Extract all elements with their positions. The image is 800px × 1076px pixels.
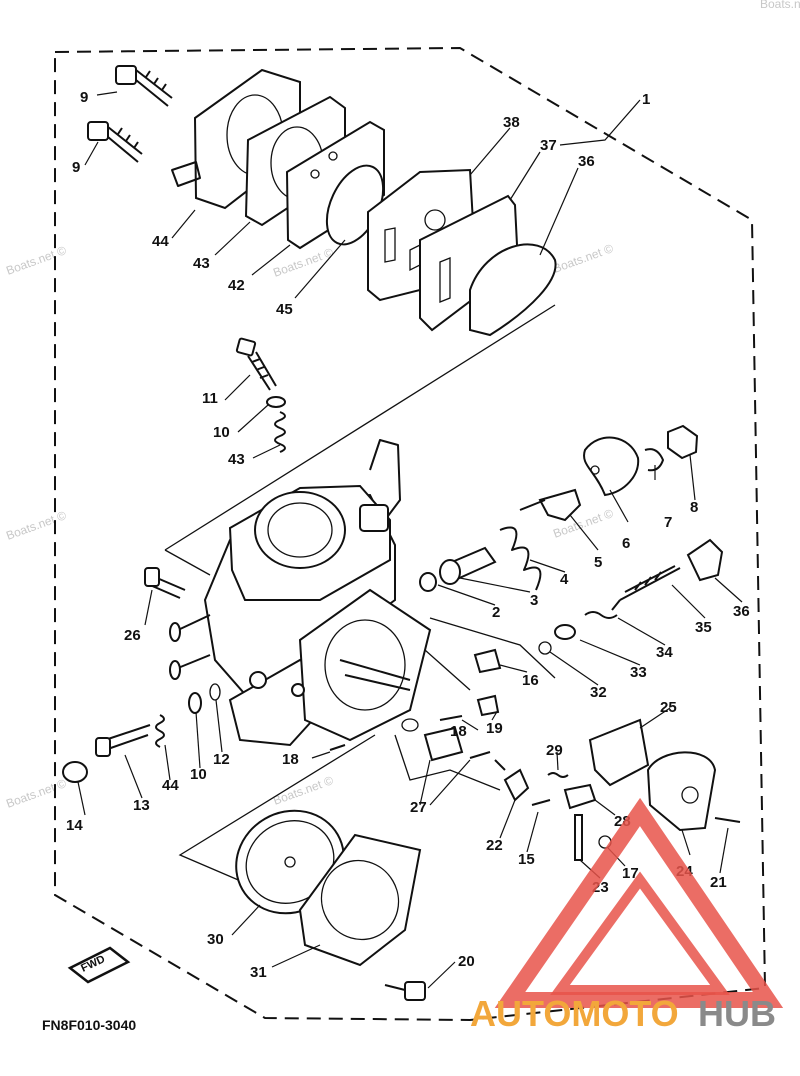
- callout-label: 29: [546, 742, 563, 759]
- o-ring-12-icon: [209, 683, 221, 701]
- callout-label: 10: [190, 766, 207, 783]
- callout-label: 32: [590, 684, 607, 701]
- watermark-text: Boats.net ©: [760, 0, 800, 11]
- callout-label: 43: [228, 451, 245, 468]
- cam-lever-icon: [538, 488, 582, 522]
- carburetor-body: [169, 439, 432, 747]
- callout-label: 13: [133, 797, 150, 814]
- callout-label: 33: [630, 664, 647, 681]
- pump-end-cover-icon: [469, 243, 557, 337]
- watermark-text: Boats.net ©: [551, 241, 615, 276]
- callout-labels: 9 9 1 38 37 36 44 43 42 45 11 10 43 43 8…: [66, 89, 750, 981]
- callout-label: 22: [486, 837, 503, 854]
- cable-bracket-icon: [686, 538, 724, 582]
- housing-24-icon: [646, 751, 717, 832]
- callout-label: 11: [202, 390, 218, 407]
- callout-label: 34: [656, 644, 673, 661]
- callout-label: 30: [207, 931, 224, 948]
- callout-label: 44: [162, 777, 179, 794]
- callout-label: 21: [710, 874, 727, 891]
- figure-code: FN8F010-3040: [42, 1017, 136, 1033]
- leader-lines: [77, 91, 743, 989]
- screw-15-icon: [531, 799, 551, 806]
- callout-label: 19: [486, 720, 503, 737]
- bottom-cover-group: [235, 809, 426, 1001]
- mixture-screw-icon: [104, 724, 151, 751]
- left-parts-group: [62, 567, 221, 783]
- nut-icon: [667, 424, 699, 460]
- callout-label: 14: [66, 817, 83, 834]
- callout-label: 9: [72, 159, 80, 176]
- logo-text-automoto: AUTOMOTO: [470, 993, 679, 1034]
- callout-label: 12: [213, 751, 230, 768]
- callout-label: 18: [282, 751, 299, 768]
- fwd-arrow-icon: FWD: [67, 946, 131, 984]
- callout-label: 38: [503, 114, 520, 131]
- bolt-lower-icon: [87, 121, 143, 163]
- spring-29-icon: [547, 772, 569, 778]
- pilot-screw-group: [235, 337, 286, 453]
- watermark-text: Boats.net ©: [4, 508, 68, 543]
- spring-44-icon: [155, 714, 165, 748]
- washer-10-icon: [188, 692, 202, 714]
- callout-label: 10: [213, 424, 230, 441]
- callout-label: 4: [560, 571, 569, 588]
- lower-right-parts: [329, 648, 741, 861]
- watermark-text: Boats.net ©: [271, 773, 335, 808]
- callout-label: 5: [594, 554, 602, 571]
- callout-label: 2: [492, 604, 500, 621]
- callout-label: 8: [690, 499, 698, 516]
- valve-27-icon: [423, 726, 464, 762]
- pin-23-icon: [574, 814, 583, 861]
- callout-label: 44: [152, 233, 169, 250]
- watermark-text: Boats.net ©: [4, 776, 68, 811]
- throttle-lever-icon: [583, 436, 640, 497]
- watermark-text: Boats.net ©: [4, 243, 68, 278]
- callout-label: 17: [622, 865, 639, 882]
- callout-label: 42: [228, 277, 245, 294]
- callout-label: 7: [664, 514, 672, 531]
- callout-label: 45: [276, 301, 293, 318]
- pump-cover-group: [87, 65, 557, 337]
- screw-21-icon: [714, 817, 741, 823]
- bracket-22-icon: [503, 768, 530, 802]
- callout-label: 15: [518, 851, 535, 868]
- callout-label: 31: [250, 964, 267, 981]
- callout-label: 35: [695, 619, 712, 636]
- cap-14-icon: [62, 761, 88, 783]
- return-spring-icon: [499, 499, 546, 591]
- callout-label: 25: [660, 699, 677, 716]
- screw-20-icon: [404, 981, 426, 1001]
- diaphragm-chamber-icon: [298, 588, 432, 742]
- callout-label: 3: [530, 592, 538, 609]
- callout-label: 16: [522, 672, 539, 689]
- callout-label: 27: [410, 799, 427, 816]
- callout-label: 36: [733, 603, 750, 620]
- plate-25-icon: [588, 718, 650, 787]
- callout-label: 26: [124, 627, 141, 644]
- cover-31-icon: [298, 833, 422, 967]
- callout-label: 1: [642, 91, 650, 108]
- screw-18-icon: [439, 715, 463, 721]
- callout-label: 37: [540, 137, 557, 154]
- callout-label: 20: [458, 953, 475, 970]
- jet-16-icon: [473, 648, 502, 674]
- callout-label: 43: [193, 255, 210, 272]
- idle-needle-icon: [611, 565, 681, 611]
- callout-label: 6: [622, 535, 630, 552]
- jet-19-icon: [476, 694, 500, 717]
- bolt-upper-icon: [115, 65, 173, 107]
- automotohub-logo: AUTOMOTO HUB: [470, 797, 784, 1034]
- callout-label: 36: [578, 153, 595, 170]
- pump-plate-icon: [285, 120, 385, 250]
- callout-label: 18: [450, 723, 467, 740]
- fitting-28-icon: [563, 783, 597, 810]
- logo-text-hub: HUB: [698, 993, 776, 1034]
- callout-label: 9: [80, 89, 88, 106]
- throttle-linkage-group: [419, 424, 724, 655]
